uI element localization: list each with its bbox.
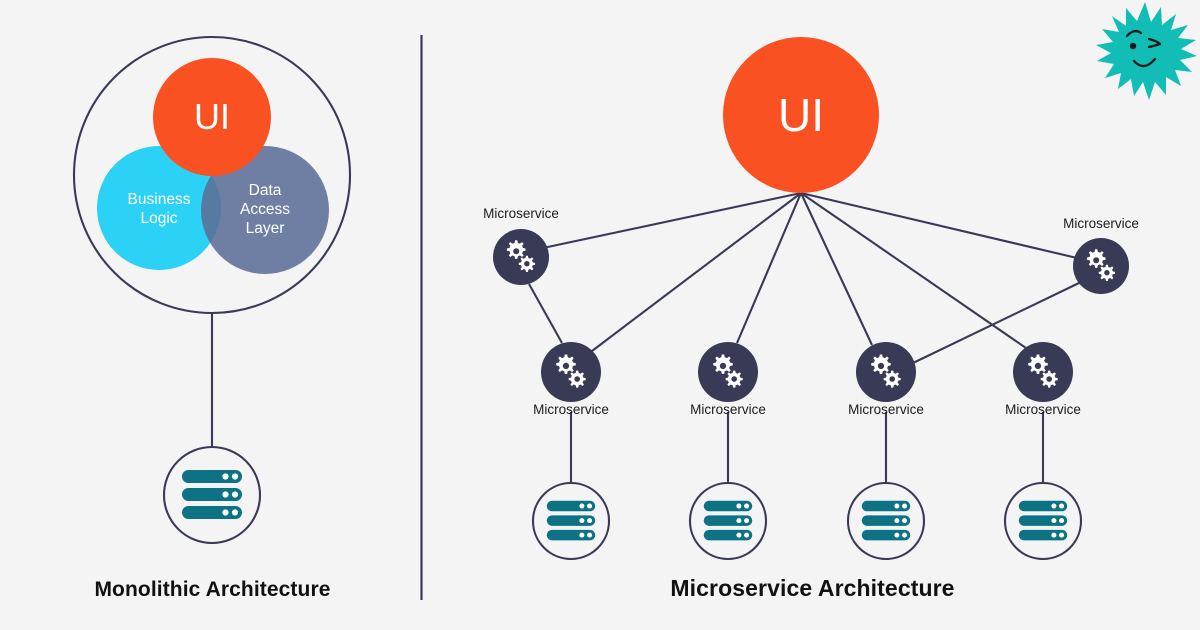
ms-node-circle[interactable]: [541, 342, 601, 402]
microservice-edges: [528, 191, 1080, 483]
ms-database-4[interactable]: [1003, 481, 1083, 561]
ms-node-circle[interactable]: [1013, 342, 1073, 402]
edge-ui-to-ms-4: [800, 192, 1027, 349]
eyebrow-left: [1125, 29, 1143, 38]
ms-node-3[interactable]: [856, 342, 916, 402]
business-logic-circle: [97, 146, 221, 270]
spiky-star-shape: [1096, 2, 1197, 100]
data-access-circle: [201, 146, 329, 274]
server-icon: [546, 500, 596, 541]
edge-ms-left-to-ms-1: [528, 283, 563, 344]
ui-circle-monolith: [153, 58, 271, 176]
eye-right-wink-lower: [1147, 42, 1162, 49]
monolithic-architecture-caption: Monolithic Architecture: [94, 578, 331, 601]
mascot-face: [1125, 29, 1162, 68]
ms-label-3: Microservice: [848, 402, 924, 417]
ms-label-right: Microservice: [1063, 216, 1139, 231]
monolith-venn: [97, 58, 329, 274]
microservice-architecture-caption: Microservice Architecture: [670, 575, 955, 601]
ms-node-circle[interactable]: [856, 342, 916, 402]
ms-node-circle[interactable]: [493, 229, 549, 285]
ms-label-left: Microservice: [483, 206, 559, 221]
server-icon: [1018, 500, 1068, 541]
ms-node-circle[interactable]: [1073, 238, 1129, 294]
ms-label-1: Microservice: [533, 402, 609, 417]
ms-label-4: Microservice: [1005, 402, 1081, 417]
mouth-smile: [1132, 57, 1157, 68]
edge-ms-right-to-ms-3: [912, 282, 1080, 364]
edge-ui-to-ms-2: [736, 192, 802, 344]
ms-node-right[interactable]: [1073, 238, 1129, 294]
spiky-star-winking-face-logo: [1096, 2, 1197, 100]
microservice-group: [493, 37, 1129, 561]
edge-ui-to-ms-3: [800, 192, 873, 346]
ms-database-1[interactable]: [531, 481, 611, 561]
eye-left: [1129, 42, 1137, 50]
ui-circle-microservice[interactable]: [723, 37, 879, 193]
edge-ui-to-ms-1: [591, 192, 802, 352]
ms-label-2: Microservice: [690, 402, 766, 417]
ms-node-2[interactable]: [698, 342, 758, 402]
ms-node-circle[interactable]: [698, 342, 758, 402]
ms-database-2[interactable]: [688, 481, 768, 561]
server-icon: [703, 500, 753, 541]
ms-node-4[interactable]: [1013, 342, 1073, 402]
edge-ui-to-ms-left: [542, 191, 802, 250]
edge-ui-to-ms-right: [800, 191, 1078, 260]
ms-node-1[interactable]: [541, 342, 601, 402]
server-icon: [182, 470, 242, 519]
ms-database-3[interactable]: [846, 481, 926, 561]
monolith-group: [72, 35, 352, 545]
ms-node-left[interactable]: [493, 229, 549, 285]
server-icon: [861, 500, 911, 541]
